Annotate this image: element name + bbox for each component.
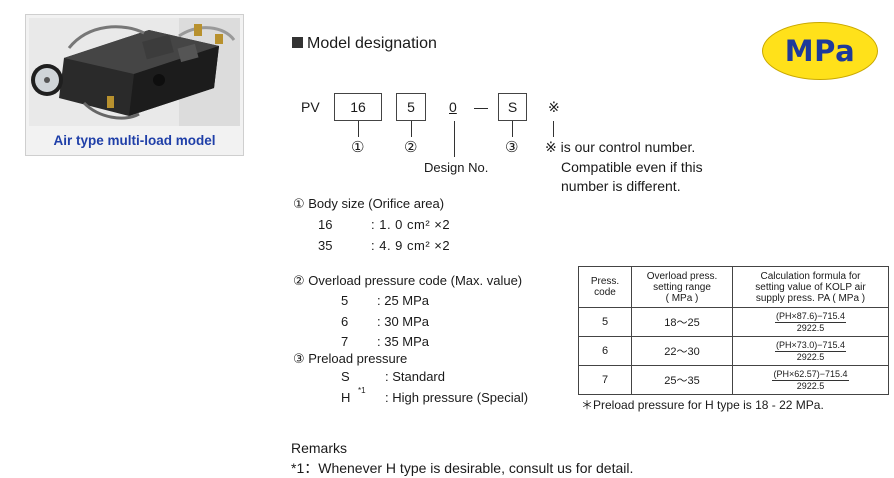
connector-line-2 (411, 121, 412, 137)
control-note-line-3: number is different. (561, 178, 681, 194)
remarks-note: *1：Whenever H type is desirable, consult… (291, 460, 634, 476)
header-press-code: Press.code (578, 266, 632, 308)
section-heading: Model designation (292, 35, 437, 53)
circled-number-2: ② (404, 138, 418, 156)
preload-value-s: : Standard (385, 369, 445, 384)
overload-value-7: : 35 MPa (377, 334, 430, 349)
body-size-title: ① Body size (Orifice area) (293, 196, 445, 211)
control-note-line-2: Compatible even if this (561, 159, 703, 175)
connector-line-3 (512, 121, 513, 137)
product-caption: Air type multi-load model (53, 133, 216, 148)
row-range: 25～35 (631, 365, 733, 395)
body-size-value-35: : 4. 9 cm² ×2 (371, 238, 451, 253)
body-size-code-35: 35 (318, 238, 333, 253)
control-number-mark: ※ (548, 99, 560, 115)
remarks-title: Remarks (291, 440, 348, 456)
design-number: 0 (449, 99, 457, 115)
table-header-row: Press.code Overload press.setting range(… (578, 266, 889, 308)
circled-number-1: ① (351, 138, 365, 156)
overload-code-7: 7 (341, 334, 349, 349)
row-code: 6 (578, 336, 632, 366)
row-range: 18～25 (631, 307, 733, 337)
section-heading-text: Model designation (307, 35, 437, 52)
preload-h-footnote-mark: *1 (358, 386, 366, 395)
body-size-code-16: 16 (318, 217, 333, 232)
model-prefix: PV (301, 99, 320, 115)
overload-value-5: : 25 MPa (377, 293, 430, 308)
mpa-unit-badge: MPa (762, 22, 878, 80)
body-size-value-16: : 1. 0 cm² ×2 (371, 217, 451, 232)
row-range: 22～30 (631, 336, 733, 366)
design-number-label: Design No. (424, 160, 489, 175)
connector-line-1 (358, 121, 359, 137)
table-footnote: ＊Preload pressure for H type is 18 - 22 … (581, 398, 824, 412)
connector-line-design (454, 121, 455, 157)
header-setting-range: Overload press.setting range( MPa ) (631, 266, 733, 308)
valve-product-image (29, 18, 240, 126)
preload-value-h: : High pressure (Special) (385, 390, 529, 405)
preload-code-s: S (341, 369, 350, 384)
connector-line-mark (553, 121, 554, 137)
circled-number-3: ③ (505, 138, 519, 156)
row-code: 7 (578, 365, 632, 395)
control-note-line-1: ※ is our control number. (545, 139, 696, 155)
preload-code-box: S (498, 93, 527, 121)
model-dash: — (474, 99, 488, 115)
pressure-spec-table: Press.code Overload press.setting range(… (578, 266, 889, 395)
overload-value-6: : 30 MPa (377, 314, 430, 329)
overload-code-box: 5 (396, 93, 426, 121)
overload-title: ② Overload pressure code (Max. value) (293, 273, 523, 288)
preload-code-h: H (341, 390, 351, 405)
overload-code-5: 5 (341, 293, 349, 308)
preload-title: ③ Preload pressure (293, 351, 408, 366)
overload-code-6: 6 (341, 314, 349, 329)
square-bullet-icon (292, 37, 303, 48)
row-code: 5 (578, 307, 632, 337)
body-size-code-box: 16 (334, 93, 382, 121)
product-card: Air type multi-load model (25, 14, 244, 156)
